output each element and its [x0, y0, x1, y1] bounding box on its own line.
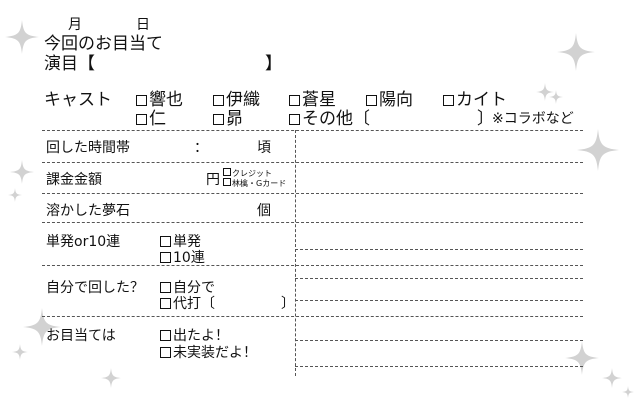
cast-checkbox[interactable]: 仁	[136, 109, 166, 129]
checkbox-icon[interactable]	[160, 252, 171, 263]
self-label: 自分で回した？	[46, 280, 144, 296]
sparkle-icon	[12, 344, 28, 360]
sparkle-icon	[565, 341, 599, 375]
cast-checkbox[interactable]: 昴	[213, 109, 243, 129]
program-close-bracket: 】	[265, 54, 282, 74]
stones-unit: 個	[257, 203, 271, 219]
result-option-got[interactable]: 出たよ！	[160, 327, 229, 345]
divider	[42, 193, 583, 194]
checkbox-icon[interactable]	[213, 114, 224, 125]
sparkle-icon	[536, 83, 554, 101]
cast-note: ※コラボなど	[492, 111, 574, 127]
checkbox-icon[interactable]	[289, 95, 300, 106]
stones-label: 溶かした夢石	[46, 203, 130, 219]
self-option-proxy[interactable]: 代打〔	[160, 295, 215, 313]
result-label: お目当ては	[46, 328, 116, 344]
time-suffix: 頃	[257, 140, 271, 156]
checkbox-icon[interactable]	[160, 347, 171, 358]
divider	[295, 278, 583, 279]
sparkle-icon	[101, 368, 121, 388]
checkbox-icon[interactable]	[160, 330, 171, 341]
sparkle-icon	[557, 33, 595, 71]
day-label: 日	[136, 17, 150, 33]
cost-label: 課金金額	[46, 172, 102, 188]
divider	[42, 222, 583, 223]
checkbox-icon[interactable]	[443, 95, 454, 106]
sparkle-icon	[602, 368, 622, 388]
divider	[42, 316, 583, 317]
page-title: 今回のお目当て	[44, 34, 163, 54]
sparkle-icon	[8, 188, 22, 202]
cast-label: キャスト	[44, 90, 112, 110]
sparkle-icon	[622, 386, 634, 398]
cast-checkbox-other[interactable]: その他〔	[289, 109, 370, 129]
cast-other-close-bracket: 〕	[477, 109, 494, 129]
column-divider	[295, 130, 296, 376]
checkbox-icon[interactable]	[160, 282, 171, 293]
checkbox-icon[interactable]	[136, 114, 147, 125]
program-label: 演目【	[44, 54, 95, 74]
time-label: 回した時間帯	[46, 140, 130, 156]
cost-option-credit[interactable]: クレジット	[223, 168, 272, 178]
divider	[295, 366, 583, 367]
checkbox-icon[interactable]	[136, 95, 147, 106]
self-option-self[interactable]: 自分で	[160, 279, 215, 297]
checkbox-icon[interactable]	[160, 236, 171, 247]
pull-option-ten[interactable]: 10連	[160, 249, 205, 267]
cast-checkbox[interactable]: 伊織	[213, 90, 260, 110]
divider	[42, 130, 583, 131]
checkbox-icon[interactable]	[289, 114, 300, 125]
time-colon: ：	[194, 140, 208, 156]
cast-checkbox[interactable]: 響也	[136, 90, 183, 110]
result-option-unreleased[interactable]: 未実装だよ！	[160, 344, 257, 362]
self-proxy-close-bracket: 〕	[281, 296, 295, 312]
sparkle-icon	[10, 160, 34, 184]
checkbox-icon[interactable]	[223, 168, 231, 176]
pull-option-single[interactable]: 単発	[160, 233, 201, 251]
checkbox-icon[interactable]	[366, 95, 377, 106]
cost-unit: 円	[206, 172, 220, 188]
checkbox-icon[interactable]	[213, 95, 224, 106]
cost-option-card[interactable]: 林檎・Gカード	[223, 178, 286, 188]
pull-label: 単発or10連	[46, 234, 121, 250]
sparkle-icon	[577, 129, 619, 171]
month-label: 月	[68, 17, 82, 33]
cast-checkbox[interactable]: 陽向	[366, 90, 413, 110]
divider	[295, 249, 583, 250]
sparkle-icon	[5, 20, 39, 54]
divider	[295, 300, 583, 301]
divider	[295, 340, 583, 341]
cast-checkbox[interactable]: カイト	[443, 90, 507, 110]
divider	[42, 265, 583, 266]
checkbox-icon[interactable]	[223, 178, 231, 186]
cast-checkbox[interactable]: 蒼星	[289, 90, 336, 110]
divider	[42, 162, 583, 163]
checkbox-icon[interactable]	[160, 298, 171, 309]
